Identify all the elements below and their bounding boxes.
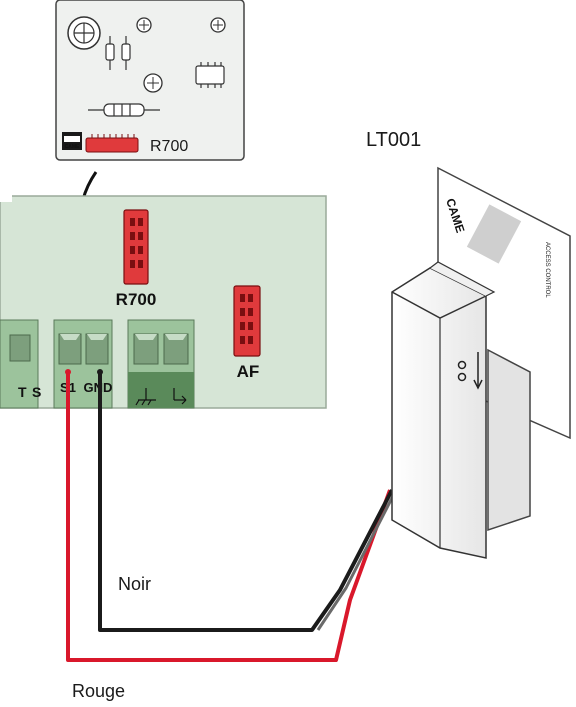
- terminal-block-earth: [127, 319, 195, 409]
- control-board: R700 AF T S S1 GND: [0, 194, 327, 409]
- r700-connector-strip: [85, 134, 139, 153]
- r700-connector-label: R700: [116, 290, 157, 309]
- chip-icon: [195, 62, 225, 88]
- svg-text:CAME: CAME: [65, 144, 80, 150]
- r700-connector: [123, 209, 149, 285]
- terminal-block-ts: [0, 319, 39, 409]
- card-text: ACCESS CONTROL: [544, 242, 550, 298]
- lt001-reader: CAME ACCESS CONTROL: [391, 166, 571, 559]
- capacitor-icon: [67, 16, 101, 50]
- black-wire-label: Noir: [118, 574, 151, 594]
- resistor-icon: [88, 103, 160, 117]
- terminal-s-label: S: [32, 384, 41, 400]
- black-wire: [98, 372, 394, 632]
- red-wire: [66, 372, 392, 662]
- af-connector: [233, 285, 261, 357]
- chassis-ground-icon: [173, 388, 187, 405]
- came-logo: CAME: [62, 132, 82, 150]
- wires: [65, 369, 396, 662]
- swipe-direction-icon: [473, 352, 483, 390]
- red-wire-label: Rouge: [72, 681, 125, 701]
- grey-wire: [316, 493, 396, 631]
- screw-icon: [136, 17, 226, 93]
- terminal-t-label: T: [18, 384, 27, 400]
- reader-model-label: LT001: [366, 129, 421, 151]
- ground-icon: [135, 388, 156, 406]
- led-icon: [457, 360, 467, 382]
- terminal-block-s1-gnd: [53, 319, 113, 409]
- module-label: R700: [150, 138, 188, 155]
- resistor-icon: [105, 36, 131, 70]
- af-connector-label: AF: [237, 362, 260, 381]
- r700-module: CAME R700: [55, 0, 245, 161]
